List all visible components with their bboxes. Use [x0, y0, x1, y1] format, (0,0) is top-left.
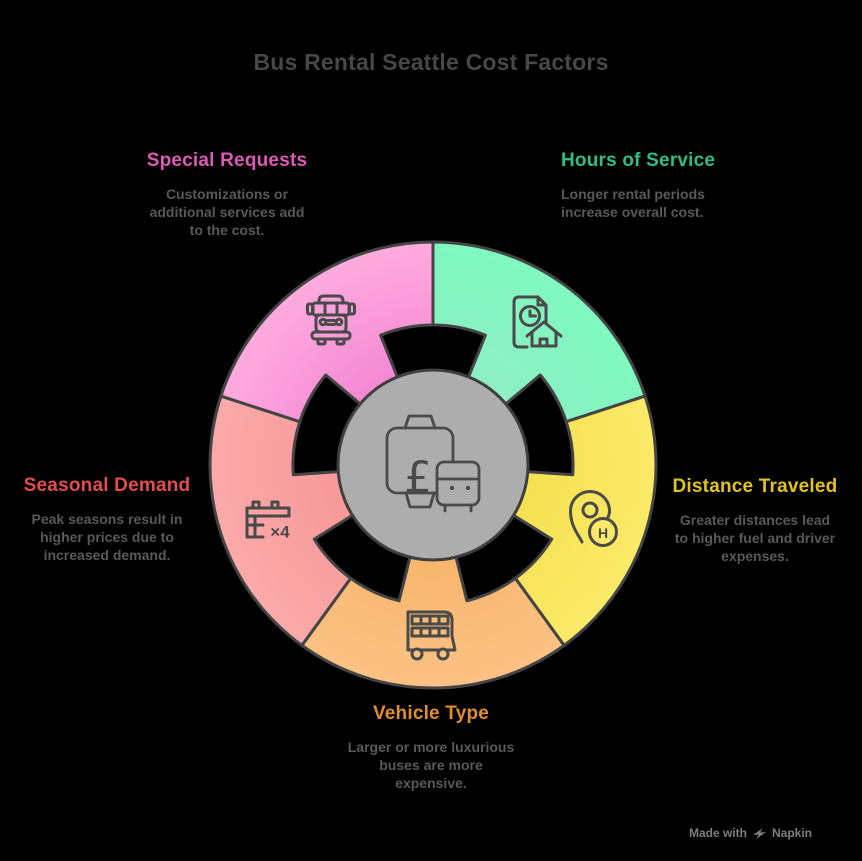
factor-title: Distance Traveled: [672, 476, 838, 497]
factor-description-line: to the cost.: [189, 222, 265, 238]
factor-description-line: increase overall cost.: [561, 204, 704, 220]
factor-description-line: Customizations or: [165, 186, 289, 202]
factor-description-line: Larger or more luxurious: [347, 739, 515, 755]
factor-title: Seasonal Demand: [23, 475, 191, 496]
watermark-prefix: Made with: [688, 826, 747, 840]
price-tag-with-bus-icon: £: [385, 414, 481, 513]
factor-description-line: Greater distances lead: [679, 512, 831, 528]
factor-description-line: additional services add: [149, 204, 305, 220]
center-hub-circle: [336, 368, 530, 562]
factor-hours-of-service: Hours of Service Longer rental periods i…: [561, 150, 791, 221]
page-title: Bus Rental Seattle Cost Factors: [253, 49, 609, 75]
watermark-brand: Napkin: [771, 826, 812, 840]
h-marker-label: H: [598, 525, 608, 541]
watermark: Made with Napkin: [689, 826, 812, 840]
factor-description-line: expenses.: [721, 548, 789, 564]
currency-symbol: £: [404, 453, 432, 504]
double-decker-bus-icon: [406, 610, 457, 661]
x4-multiplier-label: ×4: [270, 523, 290, 542]
factor-description-line: to higher fuel and driver: [674, 530, 836, 546]
factor-seasonal-demand: Seasonal Demand Peak seasons result in h…: [11, 475, 203, 564]
factor-description-line: higher prices due to: [40, 529, 174, 545]
factor-title: Special Requests: [146, 150, 308, 171]
factor-title: Hours of Service: [561, 150, 716, 171]
calendar-x4-icon: ×4: [245, 500, 291, 542]
napkin-logo-icon: [752, 827, 766, 839]
factor-title: Vehicle Type: [372, 703, 490, 724]
factor-description-line: Longer rental periods: [561, 186, 705, 202]
factor-vehicle-type: Vehicle Type Larger or more luxurious bu…: [316, 703, 546, 792]
factor-distance-traveled: Distance Traveled Greater distances lead…: [654, 476, 856, 565]
factor-special-requests: Special Requests Customizations or addit…: [127, 150, 327, 239]
location-pin-h-icon: H: [569, 490, 618, 547]
rental-document-clock-house-icon: [512, 295, 563, 349]
factor-description-line: expensive.: [395, 775, 467, 791]
factor-description-line: Peak seasons result in: [31, 511, 183, 527]
factor-description-line: increased demand.: [43, 547, 171, 563]
factor-description-line: buses are more: [379, 757, 483, 773]
school-bus-icon: [306, 294, 356, 346]
